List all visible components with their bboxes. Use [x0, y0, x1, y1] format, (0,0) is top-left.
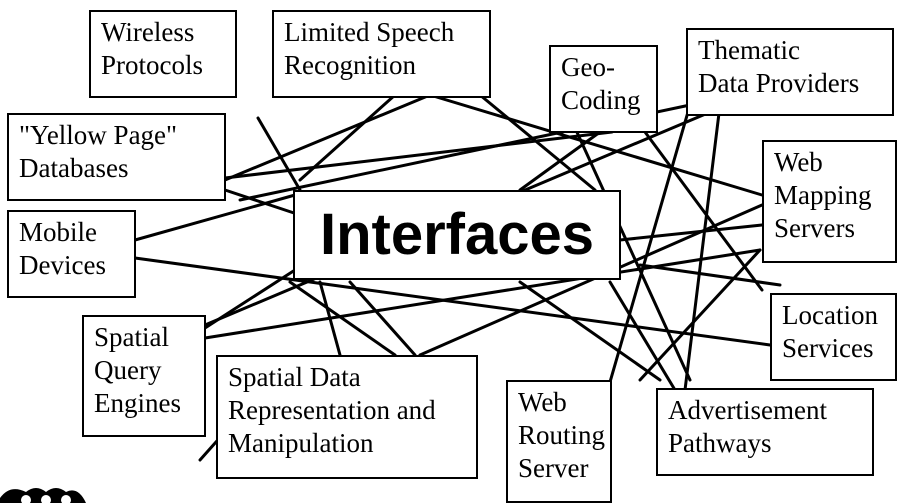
node-label-line: Spatial	[94, 322, 169, 352]
connector-line	[638, 263, 782, 287]
connector-line	[478, 93, 597, 192]
connector-line	[133, 256, 772, 347]
connector-line	[223, 130, 614, 180]
connector-line	[608, 280, 677, 392]
node-web-routing-server: Web Routing Server	[506, 380, 612, 503]
node-label-line: Web	[518, 387, 567, 417]
connector-line	[618, 223, 764, 242]
connector-line	[683, 103, 722, 392]
connector-line	[638, 248, 762, 382]
node-yellow-page-databases: "Yellow Page" Databases	[7, 113, 226, 201]
node-location-services: Location Services	[770, 293, 897, 381]
node-limited-speech-recognition: Limited Speech Recognition	[272, 10, 491, 98]
connector-line	[643, 130, 764, 292]
node-spatial-data-representation: Spatial Data Representation and Manipula…	[216, 355, 478, 479]
node-label-line: Spatial Data	[228, 362, 361, 392]
connector-line	[223, 188, 302, 217]
node-label-line: Recognition	[284, 50, 416, 80]
connector-line	[288, 280, 397, 357]
node-label-line: Advertisement	[668, 395, 827, 425]
node-geo-coding: Geo- Coding	[549, 45, 658, 133]
node-label-line: Representation and	[228, 395, 436, 425]
connector-line	[133, 193, 297, 242]
node-label-line: Wireless	[101, 17, 195, 47]
connector-line	[428, 93, 764, 197]
node-label-line: Manipulation	[228, 428, 374, 458]
node-mobile-devices: Mobile Devices	[7, 210, 136, 298]
node-label-line: Devices	[19, 250, 106, 280]
node-label-line: Databases	[19, 153, 129, 183]
node-label-line: Mapping	[774, 180, 872, 210]
node-label-line: Services	[782, 333, 874, 363]
hub-interfaces: Interfaces	[293, 190, 621, 280]
node-label-line: Thematic	[698, 35, 800, 65]
node-label-line: Location	[782, 300, 878, 330]
connector-line	[518, 130, 602, 192]
connector-line	[348, 280, 417, 357]
node-label-line: Servers	[774, 213, 855, 243]
node-label-line: Query	[94, 355, 162, 385]
connector-line	[203, 248, 762, 340]
node-label-line: Coding	[561, 85, 641, 115]
connector-line	[256, 116, 302, 192]
node-advertisement-pathways: Advertisement Pathways	[656, 388, 874, 476]
node-label-line: Data Providers	[698, 68, 860, 98]
node-label-line: Protocols	[101, 50, 204, 80]
logo-mark	[0, 488, 86, 503]
node-label-line: Limited Speech	[284, 17, 455, 47]
node-spatial-query-engines: Spatial Query Engines	[82, 315, 206, 437]
node-label-line: Server	[518, 453, 589, 483]
connector-line	[298, 93, 397, 182]
node-label-line: "Yellow Page"	[19, 120, 178, 150]
connector-line	[223, 93, 432, 182]
node-label-line: Pathways	[668, 428, 772, 458]
node-label-line: Web	[774, 147, 823, 177]
node-label-line: Routing	[518, 420, 606, 450]
connector-line	[318, 280, 342, 357]
node-label-line: Geo-	[561, 52, 615, 82]
node-label-line: Mobile	[19, 217, 97, 247]
connector-line	[518, 280, 662, 382]
connector-line	[203, 268, 297, 330]
node-web-mapping-servers: Web Mapping Servers	[762, 140, 897, 263]
node-thematic-data-providers: Thematic Data Providers	[686, 28, 894, 116]
connector-line	[558, 93, 692, 382]
node-label-line: Engines	[94, 388, 181, 418]
node-wireless-protocols: Wireless Protocols	[89, 10, 237, 98]
connector-line	[608, 103, 692, 384]
